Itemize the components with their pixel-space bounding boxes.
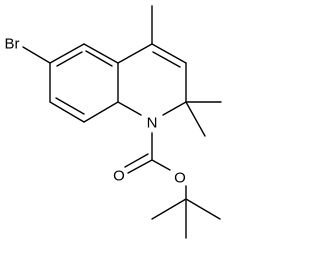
bond-c8-c7	[49, 101, 85, 123]
benzene-ring	[49, 43, 119, 123]
atom-labels: Br N O O	[5, 36, 186, 187]
bond-n1-c8a	[117, 101, 142, 116]
substituent-bonds	[22, 5, 222, 161]
bond-c6-c5-inner	[56, 51, 83, 67]
boc-group	[124, 153, 221, 239]
bond-carbonyl-ester-o	[151, 159, 171, 171]
bond-c4a-c4	[117, 43, 153, 64]
dihydroquinoline-ring	[117, 43, 187, 116]
bond-c5-c4a-inner	[85, 50, 113, 67]
bond-tbutyl-methyl-left	[151, 198, 187, 220]
bond-c5-c4a	[83, 43, 119, 64]
nitrogen-label: N	[147, 115, 158, 132]
ester-oxygen-label: O	[174, 170, 186, 187]
bond-c6-br	[22, 46, 51, 64]
bond-carbonyl-double-b	[124, 153, 149, 168]
bond-carbonyl-double-a	[127, 159, 153, 174]
bond-c2-methyl-b	[185, 101, 206, 137]
bond-c4-c3	[151, 43, 187, 64]
bond-c8-c7-inner	[55, 97, 85, 115]
molecule-structure: Br N O O	[5, 5, 222, 239]
carbonyl-oxygen-label: O	[113, 168, 125, 185]
bond-tbutyl-methyl-right	[185, 198, 221, 220]
bond-c8a-c8	[83, 101, 119, 123]
bond-c6-c5	[49, 43, 85, 64]
bond-c4-c3-double	[152, 51, 181, 68]
bond-c2-n1	[162, 101, 187, 116]
bromine-label: Br	[5, 36, 20, 53]
